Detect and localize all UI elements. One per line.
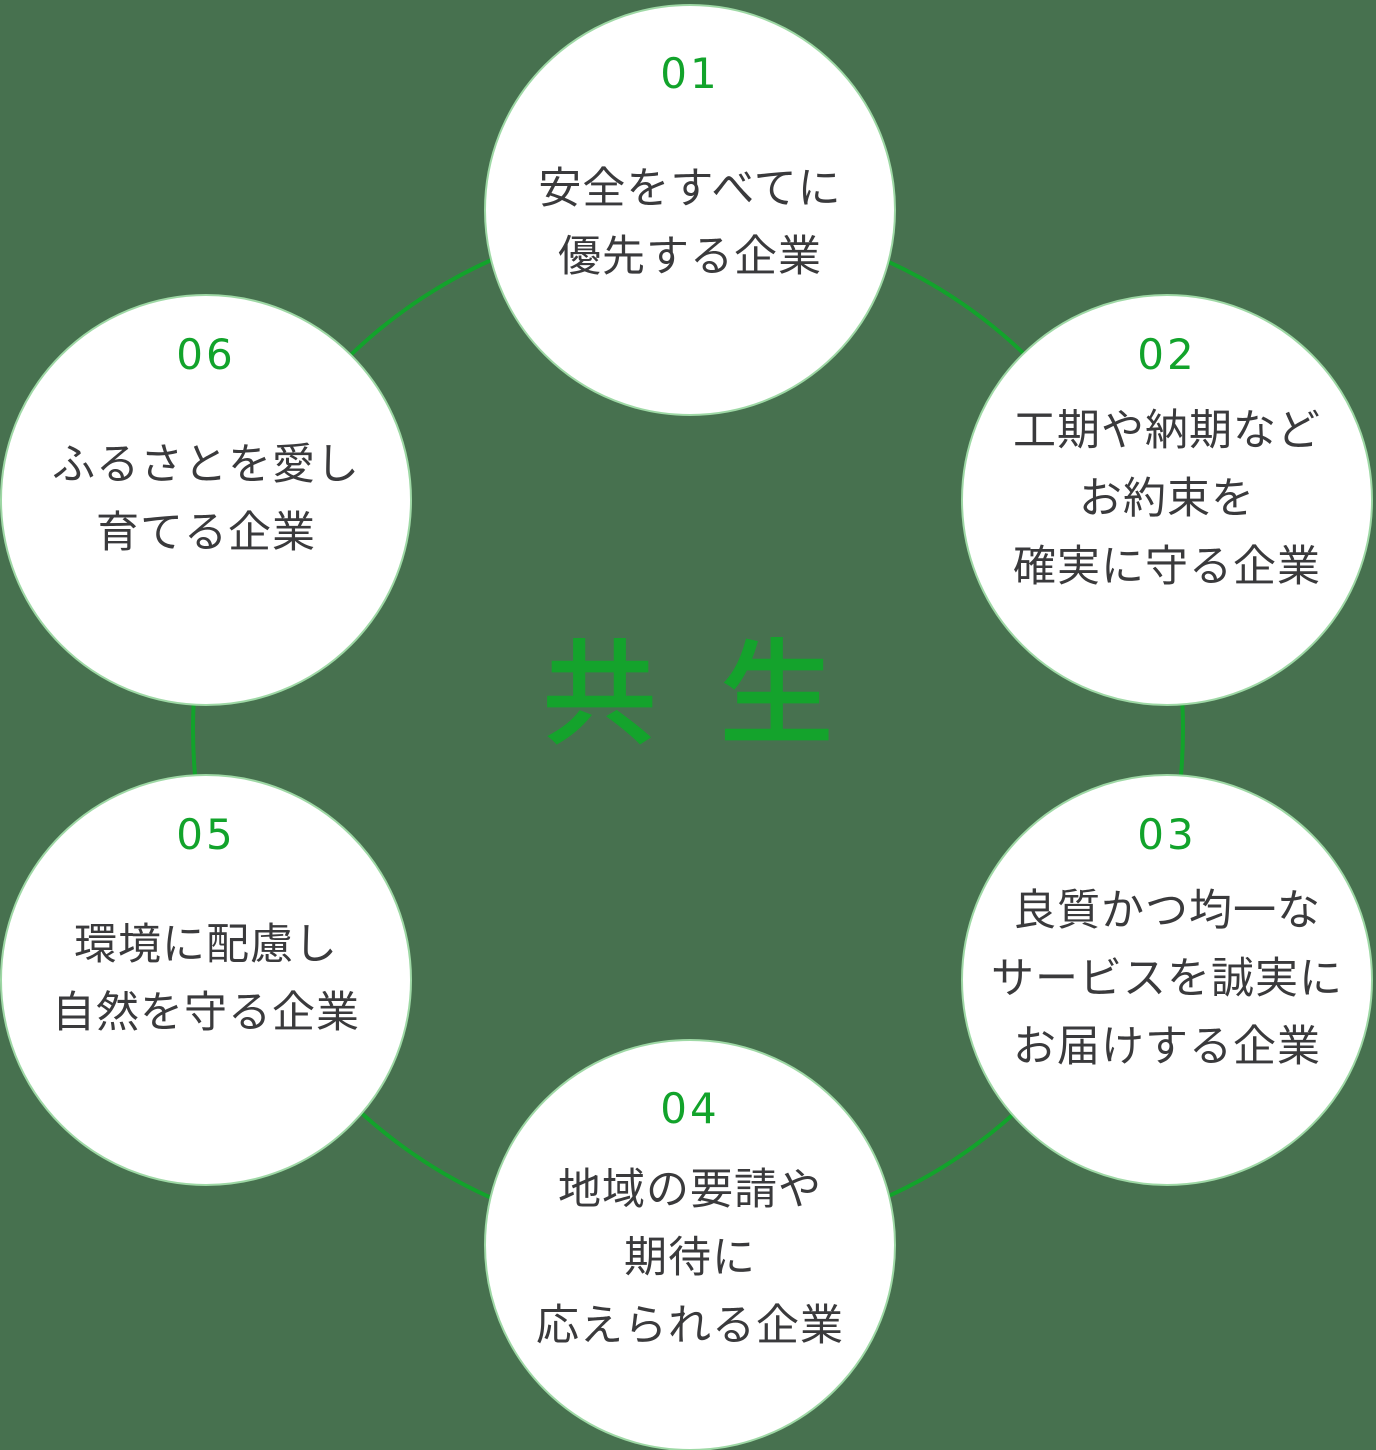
principle-number-02: 02 <box>1137 330 1197 379</box>
principle-text-01: 安全をすべてに 優先する企業 <box>538 156 841 292</box>
principle-circle-01: 01 安全をすべてに 優先する企業 <box>484 4 896 416</box>
principle-circle-06: 06 ふるさとを愛し 育てる企業 <box>0 294 412 706</box>
principle-number-06: 06 <box>176 330 236 379</box>
principle-text-line: お届けする企業 <box>1013 1024 1321 1071</box>
principle-text-line: お約束を <box>1079 476 1255 523</box>
principle-text-line: 環境に配慮し <box>74 922 338 969</box>
principle-circle-02: 02 工期や納期など お約束を 確実に守る企業 <box>961 294 1373 706</box>
principle-circle-05: 05 環境に配慮し 自然を守る企業 <box>0 774 412 1186</box>
principle-text-line: 安全をすべてに <box>538 166 842 213</box>
principle-text-line: サービスを誠実に <box>991 956 1343 1003</box>
principle-circle-03: 03 良質かつ均一な サービスを誠実に お届けする企業 <box>961 774 1373 1186</box>
principle-text-02: 工期や納期など お約束を 確実に守る企業 <box>1013 398 1321 602</box>
principle-text-line: 期待に <box>624 1235 756 1282</box>
principle-text-line: 自然を守る企業 <box>52 990 360 1037</box>
principle-text-05: 環境に配慮し 自然を守る企業 <box>52 912 360 1048</box>
principle-text-line: 良質かつ均一な <box>1013 888 1321 935</box>
principle-text-line: 地域の要請や <box>558 1167 822 1214</box>
principle-number-04: 04 <box>660 1084 720 1133</box>
principle-number-05: 05 <box>176 810 236 859</box>
center-keyword: 共生 <box>543 634 898 758</box>
principle-circle-04: 04 地域の要請や 期待に 応えられる企業 <box>484 1039 896 1450</box>
principle-text-line: 優先する企業 <box>558 234 822 281</box>
principle-text-line: 育てる企業 <box>96 510 316 557</box>
principle-text-line: 応えられる企業 <box>536 1303 844 1350</box>
principle-text-04: 地域の要請や 期待に 応えられる企業 <box>536 1157 844 1361</box>
principle-text-line: 確実に守る企業 <box>1013 544 1321 591</box>
principle-text-06: ふるさとを愛し 育てる企業 <box>52 432 360 568</box>
principle-text-line: ふるさとを愛し <box>52 442 360 489</box>
principle-number-01: 01 <box>660 49 720 98</box>
principle-text-line: 工期や納期など <box>1013 408 1321 455</box>
principle-number-03: 03 <box>1137 810 1197 859</box>
principle-text-03: 良質かつ均一な サービスを誠実に お届けする企業 <box>991 878 1343 1082</box>
